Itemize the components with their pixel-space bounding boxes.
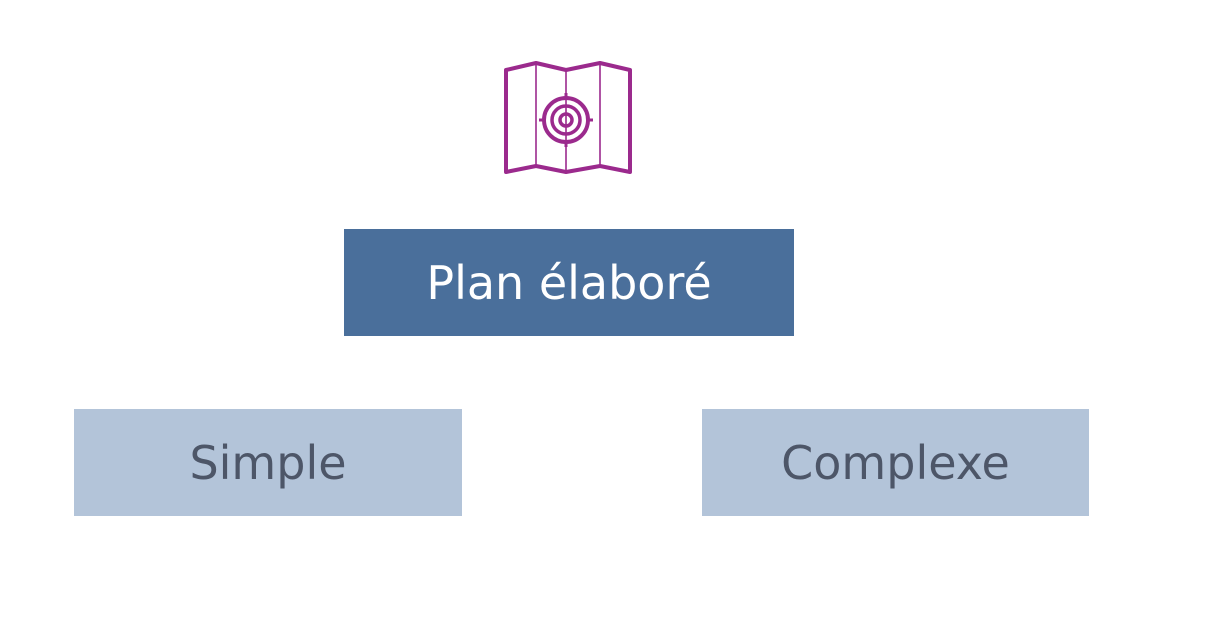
child-node-simple-label: Simple: [189, 435, 347, 490]
map-outline: [504, 61, 632, 174]
root-node-box: Plan élaboré: [344, 229, 794, 336]
target-inner-ring: [558, 112, 574, 128]
child-node-complexe-label: Complexe: [781, 435, 1010, 490]
child-node-complexe-box: Complexe: [702, 409, 1089, 516]
target-middle-ring: [550, 104, 582, 136]
map-target-icon: [504, 61, 632, 174]
root-node-label: Plan élaboré: [426, 255, 712, 310]
child-node-simple-box: Simple: [74, 409, 462, 516]
